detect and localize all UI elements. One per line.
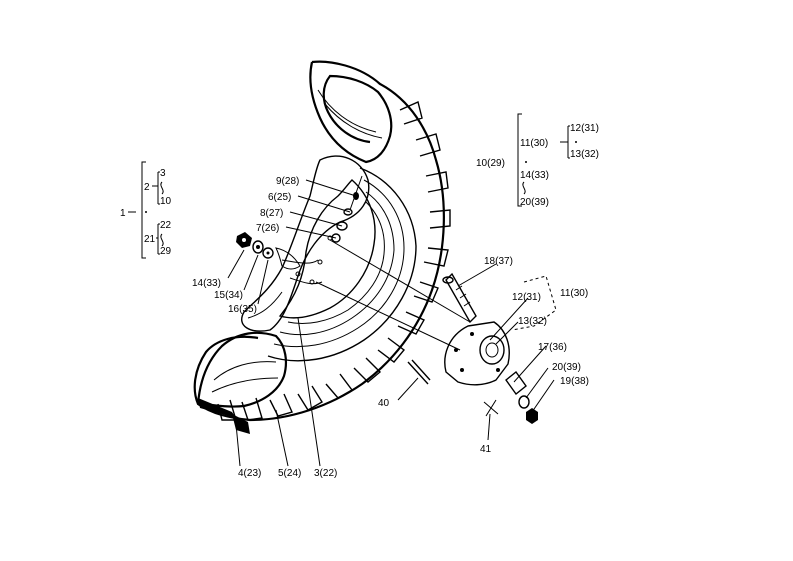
hub-assembly	[315, 239, 557, 424]
tree-left-2: 2	[144, 182, 150, 193]
nut-washers-left	[236, 232, 274, 259]
tree-left-21: 21	[144, 234, 156, 245]
label-part-4: 4(23)	[238, 468, 261, 479]
label-part-18: 18(37)	[484, 256, 513, 267]
tree-left-root: 1	[120, 208, 126, 219]
tree-left-3: 3	[160, 168, 166, 179]
cotter-41	[483, 399, 499, 417]
tree-right-20: 20(39)	[520, 197, 549, 208]
part-labels: 9(28) 6(25) 8(27) 7(26) 14(33) 15(34) 16…	[192, 176, 589, 479]
tree-right-root: 10(29)	[476, 158, 505, 169]
label-part-7: 7(26)	[256, 223, 279, 234]
tread-lugs-bottom	[217, 385, 323, 421]
tree-left-29: 29	[160, 246, 172, 257]
rim-outer-band	[267, 167, 417, 362]
assembly-tree-right: 10(29) 11(30) 12(31) 13(32) 14(33) 20(39…	[476, 113, 599, 208]
label-part-8: 8(27)	[260, 208, 283, 219]
tree-right-13: 13(32)	[570, 149, 599, 160]
hub-bolt	[445, 272, 477, 324]
label-part-13: 13(32)	[518, 316, 547, 327]
label-part-14: 14(33)	[192, 278, 221, 289]
label-part-19: 19(38)	[560, 376, 589, 387]
label-part-40: 40	[378, 398, 390, 409]
label-part-12: 12(31)	[512, 292, 541, 303]
tree-right-14: 14(33)	[520, 170, 549, 181]
label-part-5: 5(24)	[278, 468, 301, 479]
pin-40	[407, 359, 431, 385]
tire-outer	[193, 60, 445, 422]
rim-disk	[278, 179, 376, 319]
wheel-rim	[267, 167, 417, 362]
spacer-sleeve	[505, 370, 527, 396]
label-part-9: 9(28)	[276, 176, 299, 187]
tree-right-12: 12(31)	[570, 123, 599, 134]
label-part-3: 3(22)	[314, 468, 337, 479]
label-part-11: 11(30)	[560, 288, 588, 299]
label-part-6: 6(25)	[268, 192, 291, 203]
tree-left-22: 22	[160, 220, 172, 231]
label-part-15: 15(34)	[214, 290, 243, 301]
tire-assembly	[193, 60, 451, 434]
label-part-16: 16(35)	[228, 304, 257, 315]
assembly-tree-left: 1 2 3 10 21 22 29	[120, 161, 172, 259]
tree-right-11: 11(30)	[520, 138, 548, 149]
tread-lugs-right	[325, 101, 451, 399]
tire-bottom-section	[196, 331, 287, 408]
tire-top-section	[309, 61, 393, 164]
label-part-20: 20(39)	[552, 362, 581, 373]
leader-lines	[227, 179, 555, 467]
label-part-41: 41	[480, 444, 492, 455]
label-part-17: 17(36)	[538, 342, 567, 353]
hub-plate	[444, 321, 510, 386]
tree-left-10: 10	[160, 196, 172, 207]
